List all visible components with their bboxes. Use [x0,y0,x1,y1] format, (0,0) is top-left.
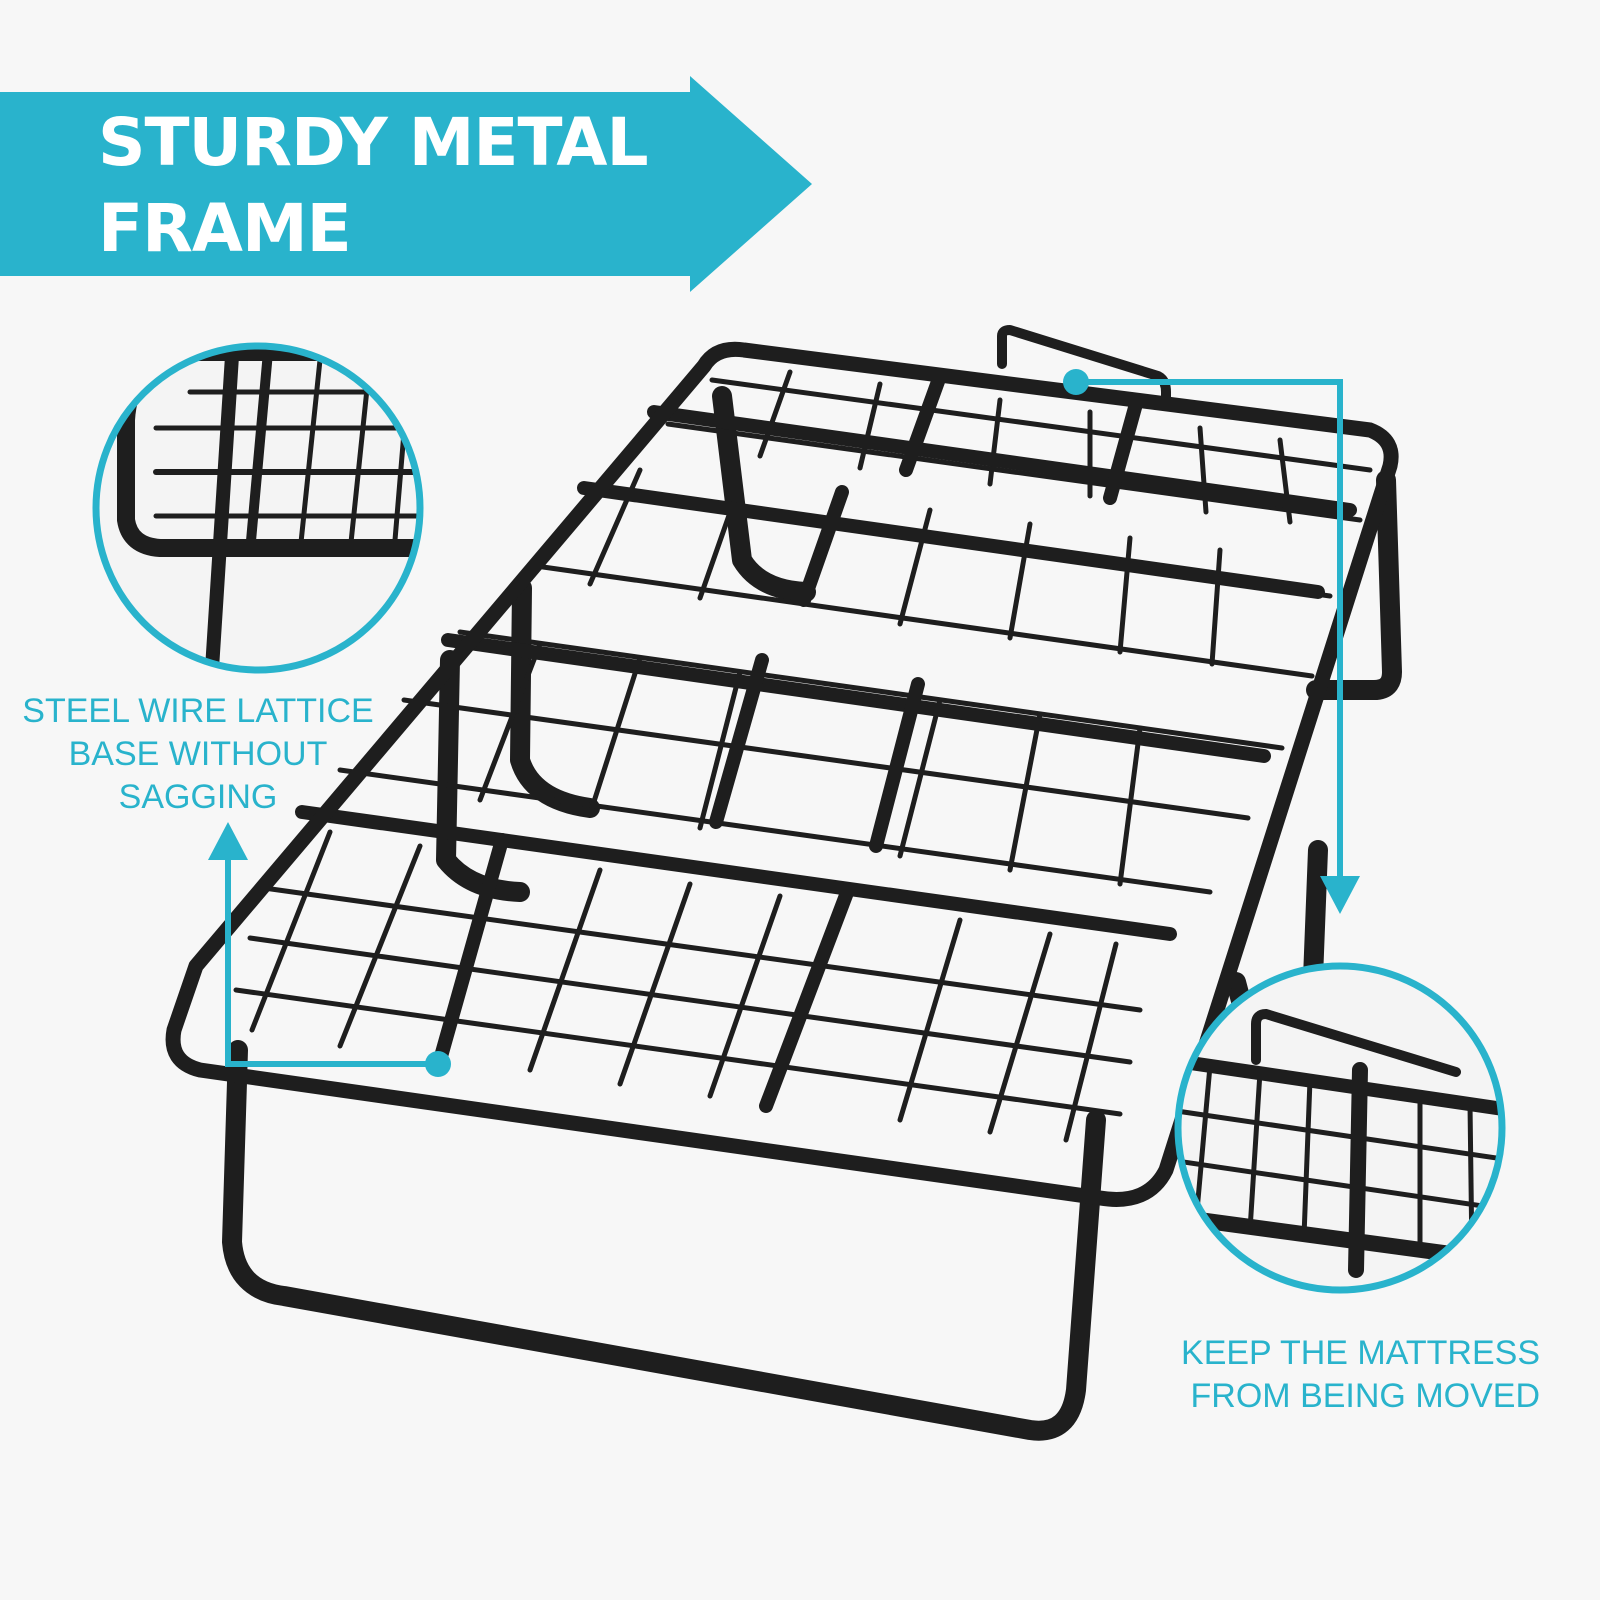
banner-title-line-1: STURDY METAL [98,104,649,181]
mattress-callout-line-2: FROM BEING MOVED [1190,1377,1540,1415]
lattice-callout-text: STEEL WIRE LATTICE BASE WITHOUT SAGGING [20,690,376,819]
bed-frame [165,325,1402,1441]
banner-title-line-2: FRAME [98,190,352,267]
lattice-callout-line-3: SAGGING [118,778,278,816]
cross-slats [295,369,1357,1113]
lattice-callout-connector [208,822,451,1077]
bed-handle [997,325,1171,411]
frame-rim [165,341,1399,1207]
lattice-callout-line-1: STEEL WIRE LATTICE [22,692,374,730]
corner-zoom-inset [92,342,424,674]
lattice-callout-line-2: BASE WITHOUT [68,735,328,773]
mattress-callout-text: KEEP THE MATTRESS FROM BEING MOVED [1160,1332,1540,1418]
banner-arrow-shape [0,76,812,292]
handle-zoom-inset [1174,962,1506,1294]
wire-lattice [233,369,1373,1143]
banner-title: STURDY METAL FRAME [98,100,649,272]
handle-callout-connector [1063,369,1360,914]
mattress-callout-line-1: KEEP THE MATTRESS [1181,1334,1540,1372]
